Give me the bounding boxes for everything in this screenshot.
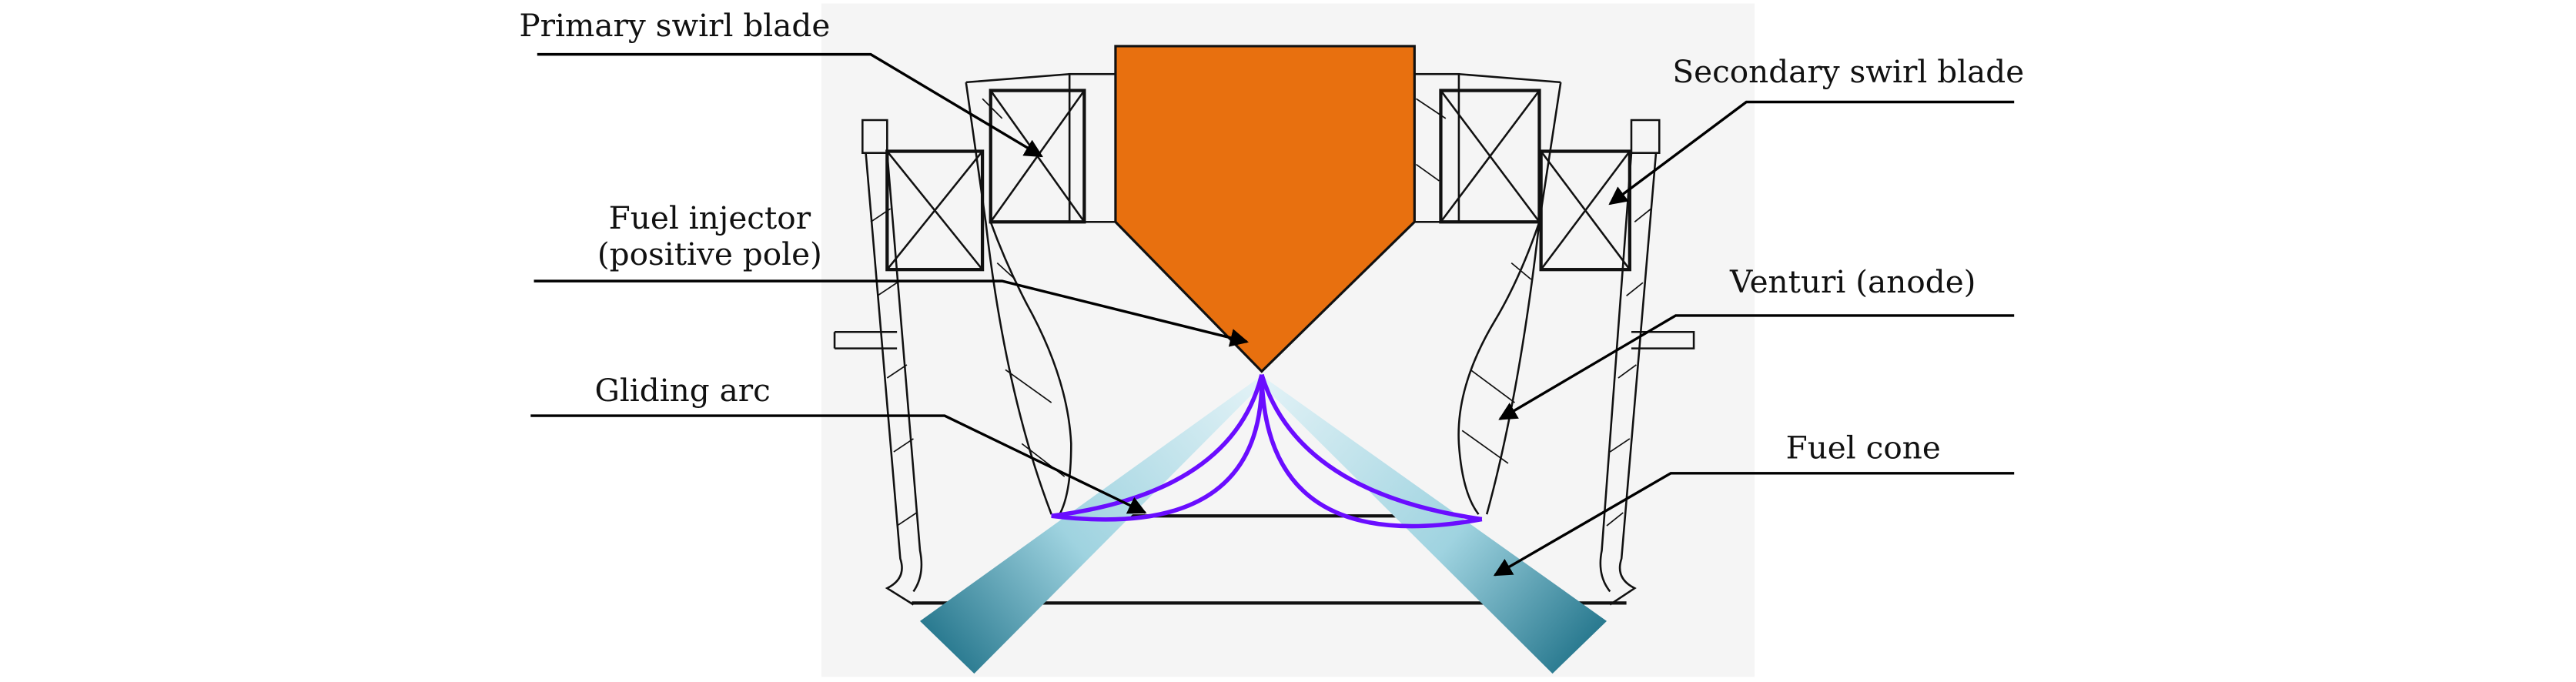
label-secondary-swirl-blade: Secondary swirl blade xyxy=(1672,53,2024,90)
label-fuel-injector-pole: (positive pole) xyxy=(597,236,822,272)
label-fuel-cone: Fuel cone xyxy=(1786,430,1941,466)
label-venturi: Venturi (anode) xyxy=(1729,263,1975,300)
leader-fuel-cone xyxy=(1493,472,2015,577)
fuel-injector xyxy=(1114,45,1416,373)
gliding-arc-path xyxy=(1260,373,1483,522)
fuel-cone-left xyxy=(920,378,1266,674)
label-fuel-injector: Fuel injector xyxy=(609,199,811,236)
leader-gliding-arc xyxy=(530,414,1147,514)
leader-fuel-injector xyxy=(534,279,1249,347)
leader-venturi xyxy=(1498,314,2015,420)
secondary-swirl-blade-right xyxy=(1539,149,1631,272)
gliding-arc-path xyxy=(1260,374,1483,529)
leader-primary-swirl-blade xyxy=(537,52,1043,158)
label-primary-swirl-blade: Primary swirl blade xyxy=(519,7,830,44)
label-gliding-arc: Gliding arc xyxy=(594,372,770,409)
leader-secondary-swirl-blade xyxy=(1608,100,2015,206)
venturi-left xyxy=(965,72,1072,515)
venturi-right xyxy=(1415,72,1562,515)
gliding-arc-path xyxy=(1051,374,1264,519)
gliding-arc-path xyxy=(1051,374,1264,522)
outer-casing-right xyxy=(1599,119,1695,606)
gliding-arcs xyxy=(1051,373,1483,529)
secondary-swirl-blade-left xyxy=(885,149,985,272)
outer-casing-left xyxy=(833,119,923,606)
